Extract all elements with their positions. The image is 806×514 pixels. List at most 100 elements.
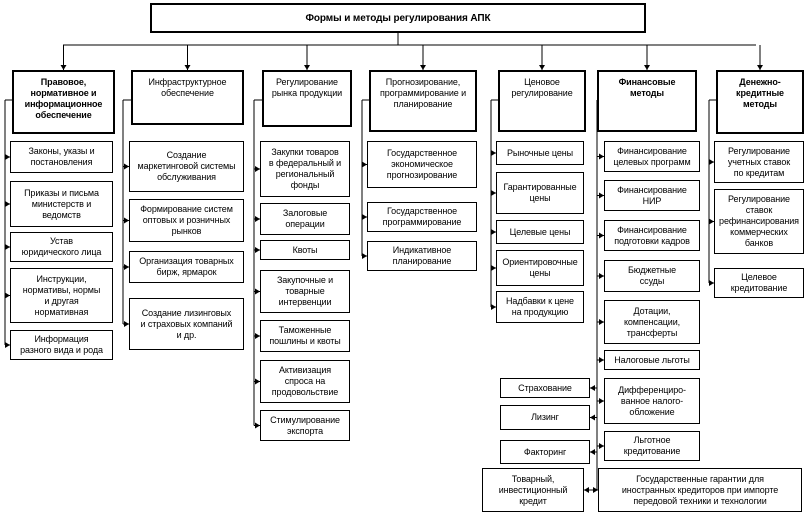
category-forecasting-header-text: Прогнозирование, программирование и план… [379,77,466,109]
category-price-header: Ценовое регулирование [498,70,586,132]
category-finance-item: Налоговые льготы [604,350,700,370]
category-price-item: Рыночные цены [496,141,584,165]
category-finance-left-item: Страхование [500,378,590,398]
finance-left-arrowhead [590,414,595,421]
item-arrowhead [491,229,496,235]
category-market-header: Регулирование рынка продукции [262,70,352,127]
category-market-item-text: Закупки товаров в федеральный и регионал… [268,147,342,190]
category-finance-item-text: Дотации, компенсации, трансферты [623,305,681,338]
category-market-item: Закупочные и товарные интервенции [260,270,350,313]
item-arrowhead [491,265,496,271]
category-finance-item: Государственные гарантии для иностранных… [598,468,802,512]
category-price-item-text: Целевые цены [509,226,571,237]
category-arrowhead [420,65,426,70]
item-arrowhead [5,244,10,250]
item-arrowhead [5,292,10,299]
category-price-item-text: Гарантированные цены [503,182,577,203]
diagram-title-text: Формы и методы регулирования АПК [305,12,491,24]
category-finance-item-text: Бюджетные ссуды [627,265,677,286]
category-price-item: Целевые цены [496,220,584,244]
item-arrowhead [599,232,604,239]
item-arrowhead [255,288,260,295]
category-finance-item: Бюджетные ссуды [604,260,700,292]
item-arrowhead [255,247,260,253]
item-arrowhead [255,422,260,429]
category-finance-item: Льготное кредитование [604,431,700,461]
category-price-item: Надбавки к цене на продукцию [496,291,584,323]
item-arrowhead [124,217,129,224]
category-forecasting-item: Государственное экономическое прогнозиро… [367,141,477,188]
category-market-item-text: Таможенные пошлины и квоты [269,325,341,346]
category-forecasting-item-text: Государственное экономическое прогнозиро… [386,148,458,180]
category-legal-item-text: Информация разного вида и рода [20,334,103,355]
category-market-header-text: Регулирование рынка продукции [271,77,343,98]
category-monetary-header: Денежно- кредитные методы [716,70,804,134]
category-legal-item: Инструкции, нормативы, нормы и другая но… [10,268,113,323]
item-arrowhead [5,342,10,348]
category-legal-header: Правовое, нормативное и информационное о… [12,70,115,134]
category-infrastructure-header-text: Инфраструктурное обеспечение [148,77,227,98]
category-forecasting-item-text: Индикативное планирование [392,245,452,266]
category-infrastructure-item: Организация товарных бирж, ярмарок [129,251,244,283]
category-finance-item-text: Государственные гарантии для иностранных… [621,473,779,506]
item-arrowhead [255,216,260,222]
category-finance-item-text: Финансирование целевых программ [613,145,691,167]
item-arrowhead [599,273,604,279]
category-market-item: Залоговые операции [260,203,350,235]
category-legal-item: Законы, указы и постановления [10,141,113,173]
category-finance-left-item-text: Товарный, инвестиционный кредит [498,473,568,506]
category-monetary-item: Регулирование ставок рефинансирования ко… [714,189,804,254]
item-arrowhead [599,192,604,199]
item-arrowhead [709,280,714,286]
category-market-item: Активизация спроса на продовольствие [260,360,350,403]
category-finance-header-text: Финансовые методы [618,77,676,98]
finance-left-arrowhead [590,385,595,391]
item-arrowhead [5,201,10,207]
item-arrowhead [491,150,496,156]
category-infrastructure-item: Формирование систем оптовых и розничных … [129,199,244,242]
category-market-item-text: Закупочные и товарные интервенции [276,275,334,307]
category-arrowhead [644,65,650,70]
item-arrowhead [599,357,604,363]
category-legal-item-text: Законы, указы и постановления [28,146,95,167]
category-finance-item: Финансирование НИР [604,180,700,211]
category-finance-left-item-text: Лизинг [531,412,559,422]
item-arrowhead [255,333,260,339]
category-infrastructure-item-text: Создание лизинговых и страховых компаний… [140,307,233,340]
item-arrowhead [599,398,604,404]
category-market-item-text: Залоговые операции [282,208,328,229]
item-arrowhead [124,321,129,327]
category-finance-item-text: Льготное кредитование [623,435,681,456]
item-arrowhead [5,154,10,160]
category-infrastructure-item-text: Создание маркетинговой системы обслужива… [137,150,236,182]
item-arrowhead [599,443,604,449]
category-legal-item: Устав юридического лица [10,232,113,262]
category-finance-item-text: Финансирование подготовки кадров [614,224,690,246]
category-monetary-header-text: Денежно- кредитные методы [736,77,784,109]
item-arrowhead [599,319,604,325]
category-arrowhead [539,65,545,70]
category-market-item-text: Квоты [292,244,318,255]
category-legal-header-text: Правовое, нормативное и информационное о… [24,77,103,120]
item-arrowhead [124,163,129,170]
item-arrowhead [491,304,496,310]
category-market-item-text: Стимулирование экспорта [270,414,340,436]
item-arrowhead [599,153,604,160]
category-monetary-item-text: Целевое кредитование [730,272,788,293]
category-finance-left-item: Лизинг [500,405,590,430]
category-arrowhead [304,65,310,70]
category-monetary-item: Регулирование учетных ставок по кредитам [714,141,804,183]
item-arrowhead [491,190,496,196]
category-legal-item-text: Устав юридического лица [21,236,102,257]
category-market-item-text: Активизация спроса на продовольствие [271,365,339,397]
category-arrowhead [60,65,67,70]
category-finance-left-item-text: Страхование [518,382,572,393]
category-forecasting-item-text: Государственное программирование [382,206,462,227]
finance-left-arrowhead [590,449,595,455]
category-price-item: Ориентировочные цены [496,250,584,286]
category-price-item-text: Надбавки к цене на продукцию [506,296,574,317]
category-finance-item: Финансирование целевых программ [604,141,700,172]
category-legal-item: Приказы и письма министерств и ведомств [10,181,113,227]
